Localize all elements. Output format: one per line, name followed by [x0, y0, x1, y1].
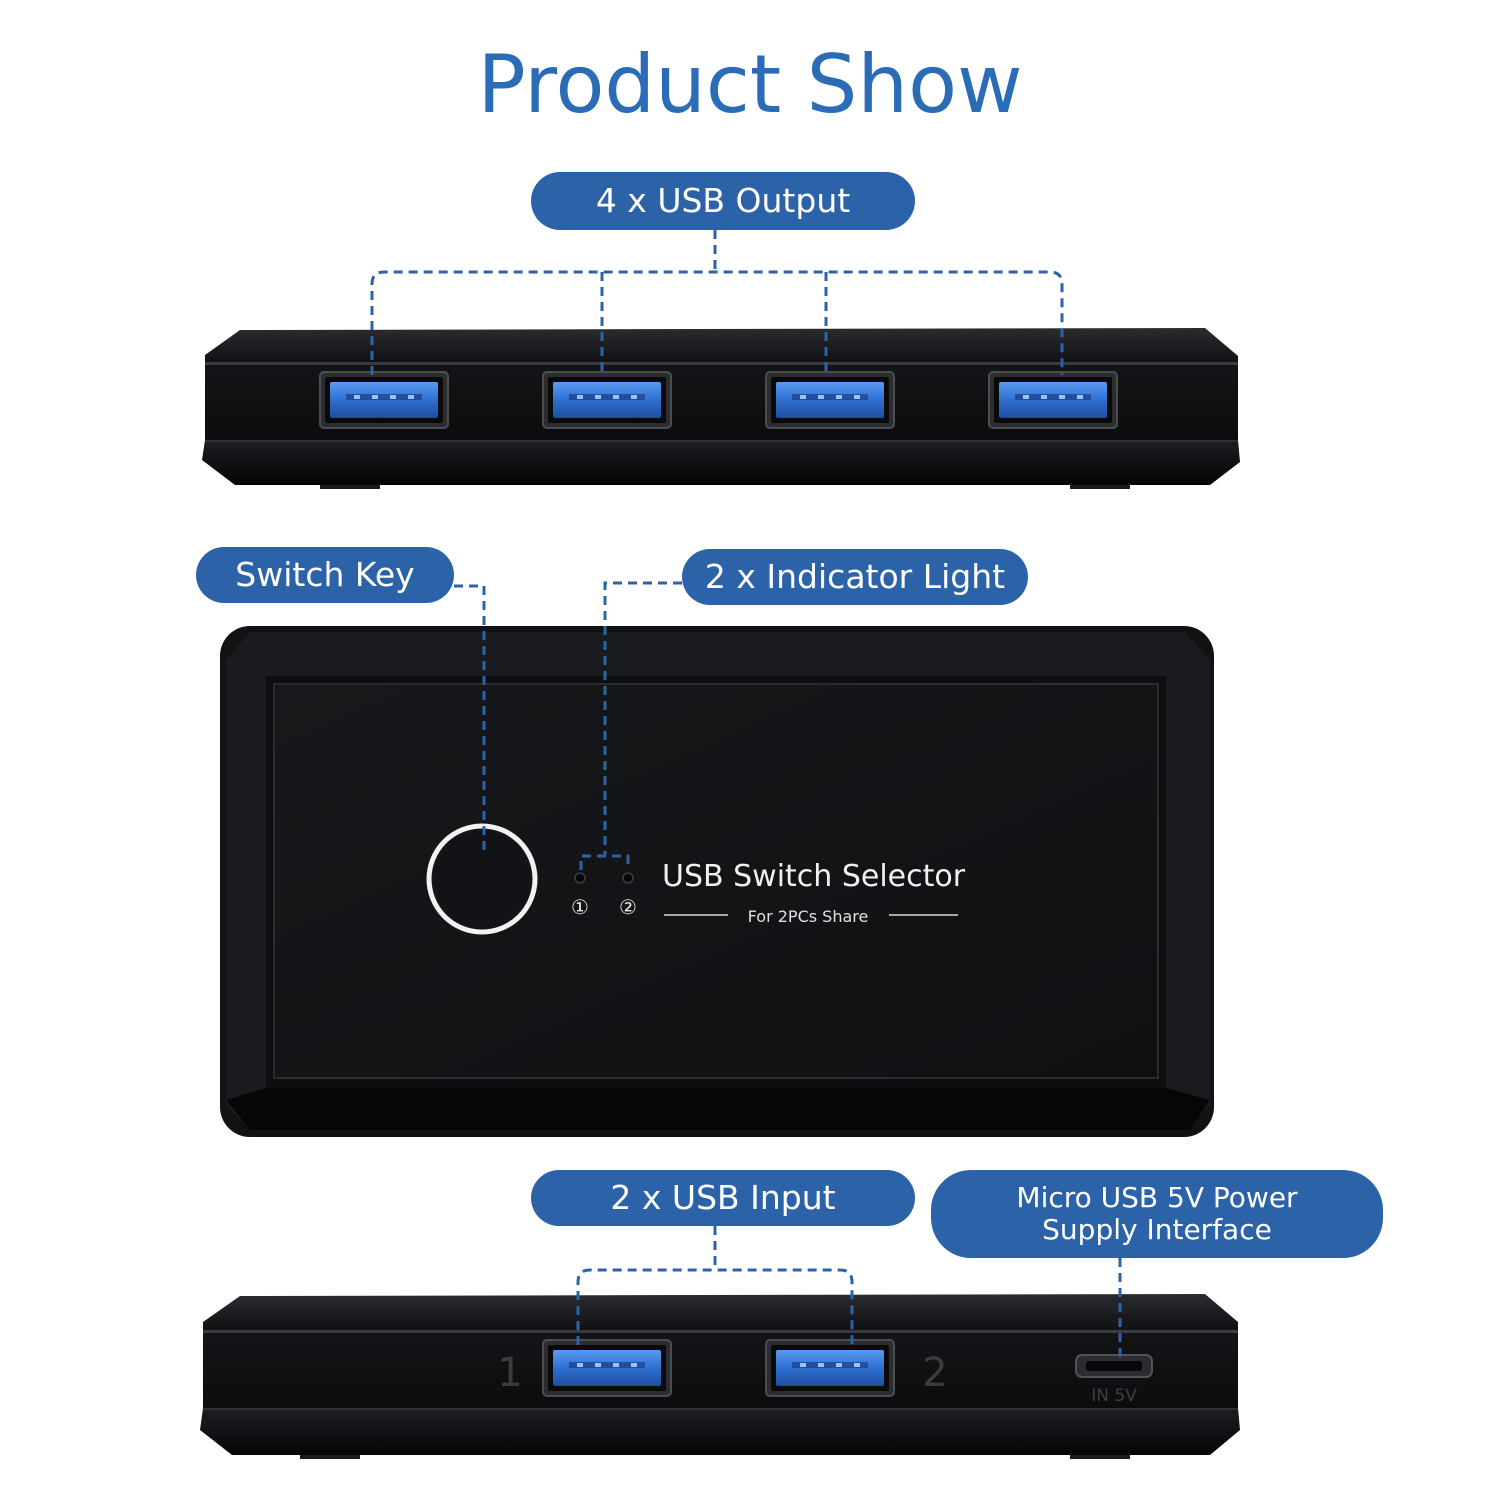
usb-output-label: 4 x USB Output — [531, 172, 915, 230]
device-name: USB Switch Selector — [662, 859, 966, 894]
usb-output-port-4 — [988, 371, 1118, 429]
usb-input-label: 2 x USB Input — [531, 1170, 915, 1226]
input-port-2-number: 2 — [922, 1350, 947, 1396]
input-port-1-number: 1 — [497, 1350, 522, 1396]
led-1-label: ① — [571, 895, 589, 919]
device-input-side: 1 2 IN 5V — [200, 1294, 1240, 1459]
switch-key-label: Switch Key — [196, 547, 454, 603]
usb-output-port-1 — [319, 371, 449, 429]
usb-input-port-1 — [542, 1339, 672, 1397]
power-port-label: IN 5V — [1091, 1386, 1137, 1406]
indicator-led-1 — [574, 872, 586, 884]
device-top-view: ① ② USB Switch Selector For 2PCs Share — [220, 626, 1214, 1137]
led-2-label: ② — [619, 895, 637, 919]
usb-output-connectors — [370, 230, 1064, 375]
device-subtitle: For 2PCs Share — [748, 907, 869, 926]
indicator-light-label: 2 x Indicator Light — [682, 549, 1028, 605]
usb-output-port-2 — [542, 371, 672, 429]
page-title: Product Show — [477, 38, 1023, 131]
micro-usb-power-port — [1075, 1354, 1153, 1378]
device-output-side — [202, 328, 1240, 489]
power-interface-label: Micro USB 5V Power Supply Interface — [931, 1170, 1383, 1258]
usb-input-port-2 — [765, 1339, 895, 1397]
switch-key-button — [426, 823, 538, 935]
switch-indicator-connectors — [454, 581, 682, 870]
indicator-led-2 — [622, 872, 634, 884]
usb-output-port-3 — [765, 371, 895, 429]
